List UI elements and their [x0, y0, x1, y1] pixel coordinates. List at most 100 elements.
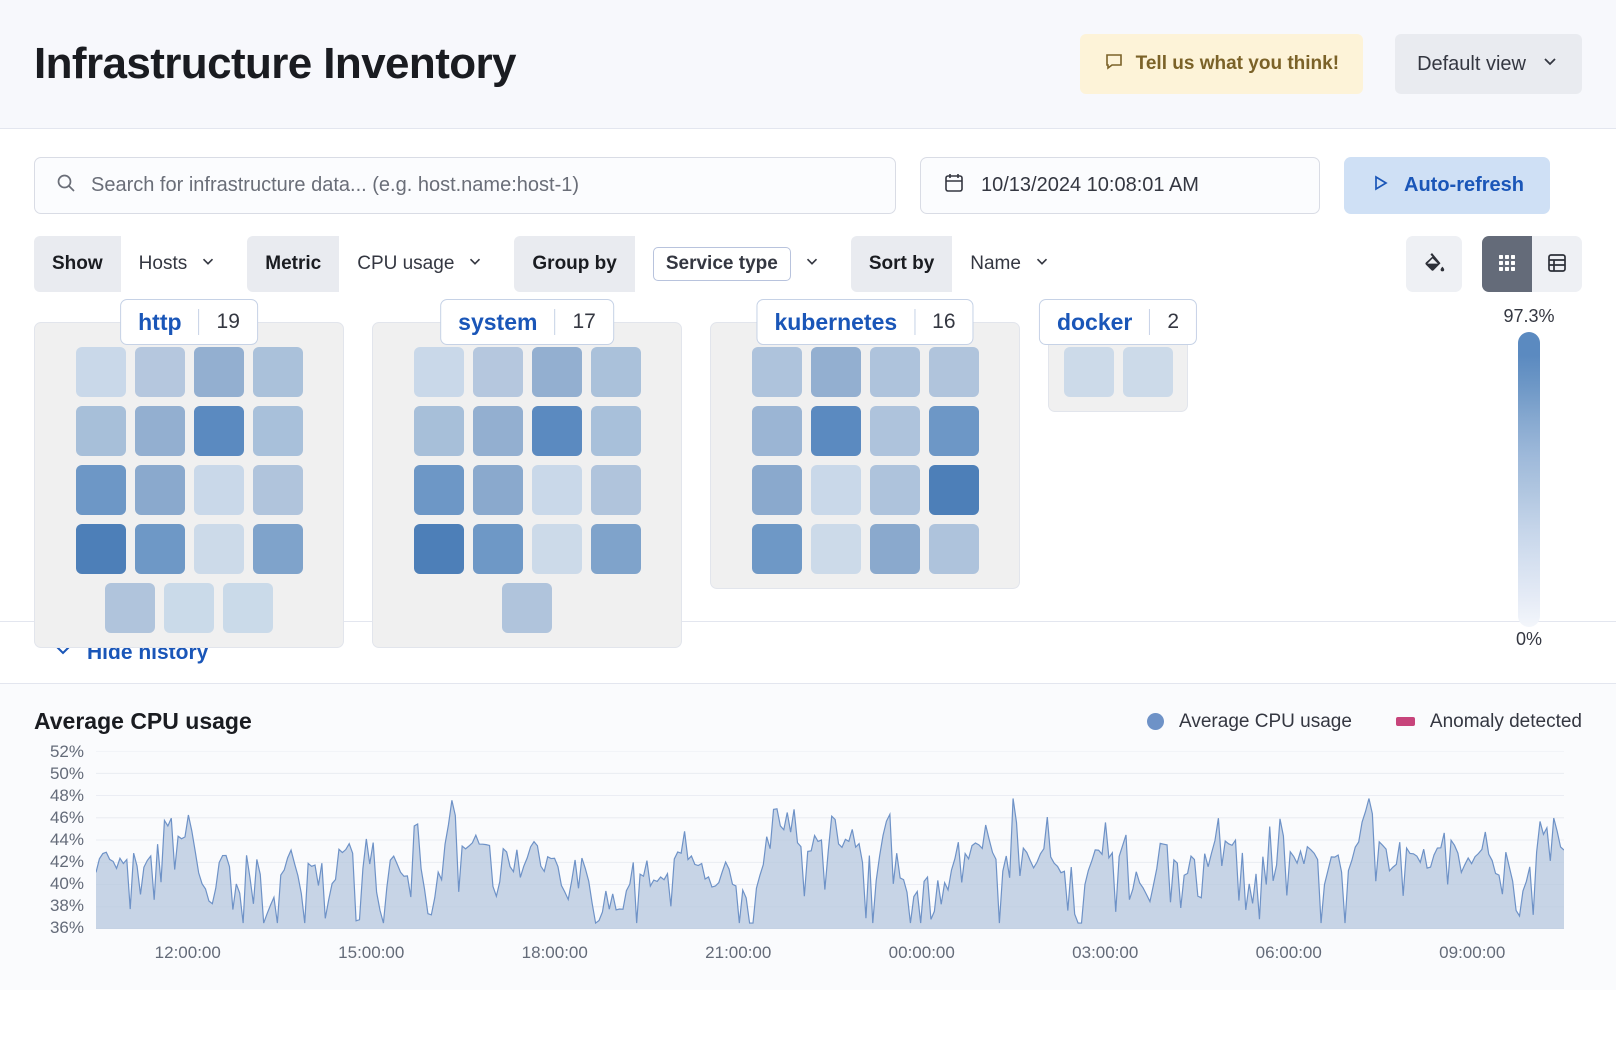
divider	[198, 309, 200, 335]
host-cell[interactable]	[134, 406, 185, 456]
filter-show-value[interactable]: Hosts	[121, 236, 236, 292]
legend-marker-square	[1395, 717, 1415, 726]
host-cell[interactable]	[75, 465, 126, 515]
host-cell[interactable]	[413, 524, 464, 574]
host-cell[interactable]	[1122, 347, 1173, 397]
chevron-down-icon	[803, 252, 821, 276]
host-cell[interactable]	[252, 465, 303, 515]
filter-sort-by-value[interactable]: Name	[952, 236, 1069, 292]
grid-view-toggle[interactable]	[1482, 236, 1532, 292]
date-picker[interactable]: 10/13/2024 10:08:01 AM	[920, 157, 1320, 214]
host-cell[interactable]	[810, 524, 861, 574]
filter-sort-by[interactable]: Sort by Name	[850, 236, 1069, 292]
host-cell[interactable]	[134, 465, 185, 515]
host-cell[interactable]	[531, 465, 582, 515]
x-tick-label: 06:00:00	[1255, 943, 1322, 962]
host-cell[interactable]	[928, 524, 979, 574]
host-cell[interactable]	[751, 347, 802, 397]
feedback-button[interactable]: Tell us what you think!	[1079, 34, 1364, 94]
host-cell[interactable]	[75, 406, 126, 456]
host-cell[interactable]	[1063, 347, 1114, 397]
group-name: system	[458, 308, 538, 335]
filter-metric-label: Metric	[247, 236, 340, 292]
host-cell[interactable]	[472, 465, 523, 515]
auto-refresh-button[interactable]: Auto-refresh	[1344, 157, 1551, 214]
filter-group-by-value[interactable]: Service type	[635, 236, 839, 292]
host-cell[interactable]	[472, 406, 523, 456]
filter-row: Show Hosts Metric CPU usage Group by Ser…	[34, 236, 1582, 292]
host-cell[interactable]	[413, 465, 464, 515]
host-cell[interactable]	[810, 406, 861, 456]
host-cell[interactable]	[472, 524, 523, 574]
search-input[interactable]: Search for infrastructure data... (e.g. …	[34, 157, 896, 214]
host-cell[interactable]	[869, 465, 920, 515]
host-cell[interactable]	[590, 406, 641, 456]
host-cell[interactable]	[164, 583, 214, 633]
host-cell[interactable]	[751, 406, 802, 456]
host-cell[interactable]	[75, 347, 126, 397]
host-cell[interactable]	[751, 524, 802, 574]
filter-group-by[interactable]: Group by Service type	[514, 236, 838, 292]
host-cell[interactable]	[590, 465, 641, 515]
host-cell[interactable]	[531, 347, 582, 397]
filter-metric-value[interactable]: CPU usage	[339, 236, 502, 292]
host-cell[interactable]	[105, 583, 155, 633]
host-cell[interactable]	[134, 524, 185, 574]
host-cell[interactable]	[928, 406, 979, 456]
x-tick-label: 03:00:00	[1072, 943, 1139, 962]
host-cell[interactable]	[810, 465, 861, 515]
chevron-down-icon	[1033, 252, 1051, 276]
color-fill-button[interactable]	[1406, 236, 1462, 292]
host-cell[interactable]	[75, 524, 126, 574]
host-cell[interactable]	[252, 406, 303, 456]
host-cell[interactable]	[193, 406, 244, 456]
x-tick-label: 15:00:00	[338, 943, 405, 962]
calendar-icon	[943, 172, 965, 200]
divider	[1149, 309, 1151, 335]
host-cell[interactable]	[531, 524, 582, 574]
host-cell[interactable]	[413, 406, 464, 456]
host-cell[interactable]	[869, 524, 920, 574]
host-cell[interactable]	[252, 524, 303, 574]
host-cell[interactable]	[531, 406, 582, 456]
view-selector-button[interactable]: Default view	[1395, 34, 1582, 94]
chevron-down-icon	[52, 639, 74, 667]
color-legend: 97.3% 0%	[1494, 306, 1564, 650]
host-cell[interactable]	[193, 465, 244, 515]
host-cell[interactable]	[502, 583, 552, 633]
host-cell[interactable]	[751, 465, 802, 515]
legend-label: Average CPU usage	[1179, 710, 1352, 732]
group-count: 19	[216, 310, 240, 333]
host-cell[interactable]	[472, 347, 523, 397]
host-cell[interactable]	[810, 347, 861, 397]
filter-show[interactable]: Show Hosts	[34, 236, 235, 292]
host-cell[interactable]	[928, 347, 979, 397]
area-line	[96, 798, 1564, 923]
legend-min-label: 0%	[1515, 629, 1542, 649]
legend-marker-dot	[1147, 713, 1165, 730]
host-cell[interactable]	[869, 347, 920, 397]
host-cell[interactable]	[252, 347, 303, 397]
filter-metric[interactable]: Metric CPU usage	[247, 236, 502, 292]
y-tick-label: 42%	[49, 852, 84, 871]
x-tick-label: 09:00:00	[1439, 943, 1506, 962]
host-cell[interactable]	[869, 406, 920, 456]
host-cell[interactable]	[134, 347, 185, 397]
host-cell[interactable]	[223, 583, 273, 633]
host-cell[interactable]	[193, 524, 244, 574]
host-cell[interactable]	[590, 347, 641, 397]
search-placeholder: Search for infrastructure data... (e.g. …	[91, 174, 580, 196]
host-cell[interactable]	[413, 347, 464, 397]
host-cell[interactable]	[590, 524, 641, 574]
chart-plot-area[interactable]	[96, 751, 1564, 929]
host-cell[interactable]	[928, 465, 979, 515]
legend-gradient-bar	[1518, 332, 1540, 627]
host-cell[interactable]	[193, 347, 244, 397]
table-view-toggle[interactable]	[1532, 236, 1582, 292]
group-cells	[725, 347, 1005, 574]
